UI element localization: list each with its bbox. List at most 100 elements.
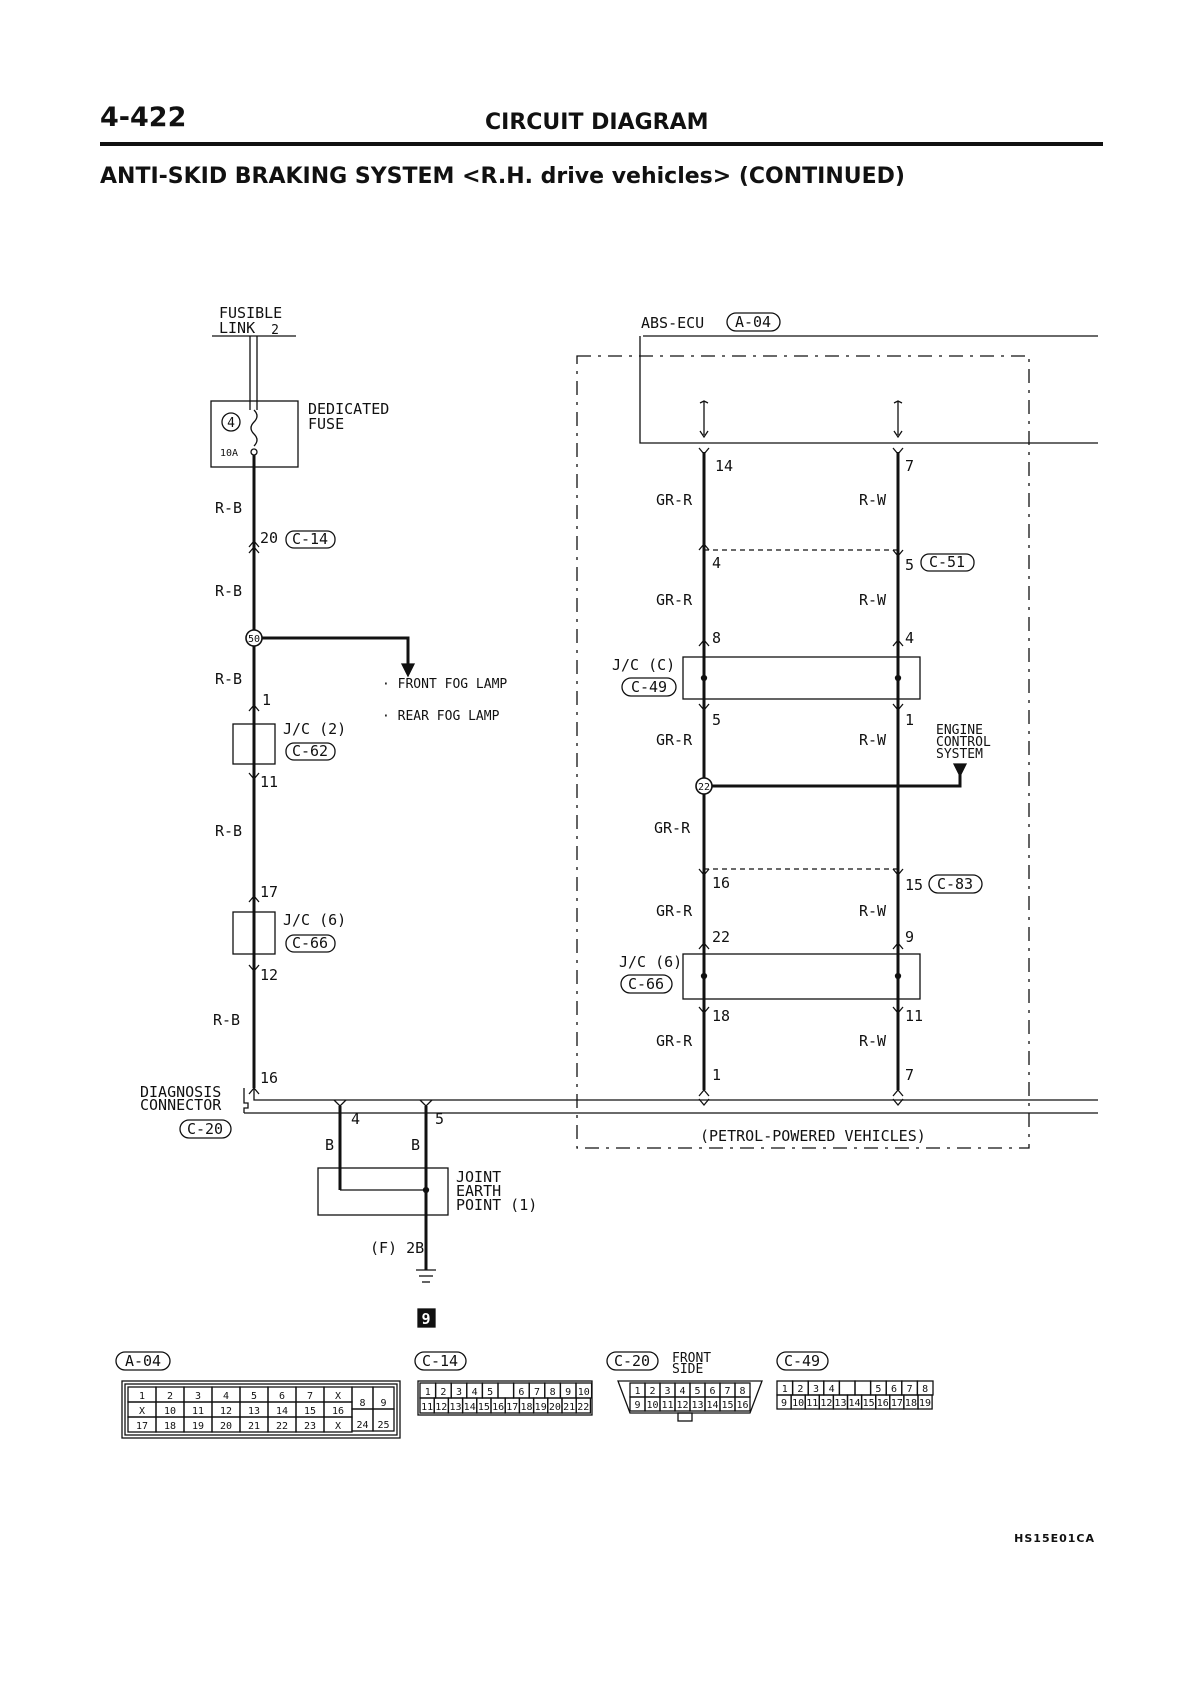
c14-connector-badge — [414, 1351, 467, 1371]
wire-label-r-w-1: R-W — [859, 491, 887, 509]
wire-label-r-w-3: R-W — [859, 731, 887, 749]
c14-pin: 6 — [518, 1387, 524, 1398]
diag-pin-1: 1 — [712, 1066, 721, 1084]
c14-ref-badge — [285, 530, 336, 549]
jc6-right-pin-11: 11 — [905, 1007, 923, 1025]
ecu-pin-7: 7 — [905, 457, 914, 475]
c14-pin: 20 — [549, 1402, 561, 1413]
a04-pin: 7 — [307, 1391, 313, 1402]
c49-pin: 12 — [820, 1398, 832, 1409]
c49-ref: C-49 — [631, 678, 667, 696]
branch-arrow — [400, 663, 416, 678]
c20-pin: 6 — [709, 1386, 715, 1397]
c14-pin: 21 — [563, 1402, 575, 1413]
c49-pin: 19 — [919, 1398, 931, 1409]
c83-ref: C-83 — [937, 875, 973, 893]
c14-pin: 12 — [435, 1402, 447, 1413]
c14-pin: 22 — [577, 1402, 589, 1413]
diag-bus-top — [253, 1088, 1098, 1101]
jcc-label: J/C (C) — [612, 656, 675, 674]
c66-right-ref-badge — [620, 974, 673, 994]
c49-ref-badge — [621, 677, 677, 697]
wire-label-r-b-3: R-B — [215, 670, 242, 688]
c14-pin: 19 — [535, 1402, 547, 1413]
c14-connector-label: C-14 — [422, 1352, 458, 1370]
wire-label-r-b-4: R-B — [215, 822, 242, 840]
diag-pin-16: 16 — [260, 1069, 278, 1087]
c14-ref: C-14 — [292, 530, 328, 548]
a04-ref-badge — [726, 312, 781, 332]
jcc-box — [682, 656, 921, 700]
c49-pin: 15 — [863, 1398, 875, 1409]
joint-earth-box — [317, 1167, 449, 1216]
c20-pin: 2 — [649, 1386, 655, 1397]
c62-ref: C-62 — [292, 742, 328, 760]
c51-ref-badge — [920, 553, 975, 572]
a04-pin: 19 — [192, 1421, 204, 1432]
jc2-pin-bottom: 11 — [260, 773, 278, 791]
earth-terminal-label: (F) 2B — [370, 1239, 424, 1257]
abs-ecu-label: ABS-ECU — [641, 314, 704, 332]
c49-pin: 14 — [849, 1398, 861, 1409]
ecu-pin-14: 14 — [715, 457, 733, 475]
c20-connector-label: C-20 — [614, 1352, 650, 1370]
a04-pin: 15 — [304, 1406, 316, 1417]
c20-pin: 10 — [646, 1400, 658, 1411]
jc6-right-pin-18: 18 — [712, 1007, 730, 1025]
jc6-right-box — [682, 953, 921, 1000]
c20-pin: 8 — [739, 1386, 745, 1397]
wire-label-r-b-2: R-B — [215, 582, 242, 600]
c14-pin: 11 — [421, 1402, 433, 1413]
a04-pin: 22 — [276, 1421, 288, 1432]
engine-control-wire — [712, 768, 962, 788]
a04-cell — [372, 1408, 395, 1432]
c49-pin: 6 — [891, 1384, 897, 1395]
c20-pin: 12 — [676, 1400, 688, 1411]
a04-pin: 23 — [304, 1421, 316, 1432]
a04-pin: 10 — [164, 1406, 176, 1417]
diagram-subtitle: ANTI-SKID BRAKING SYSTEM <R.H. drive veh… — [100, 164, 905, 189]
diag-pin-7: 7 — [905, 1066, 914, 1084]
c66-left-ref: C-66 — [292, 934, 328, 952]
c20-ref: C-20 — [187, 1120, 223, 1138]
fusible-link-number: 2 — [271, 323, 279, 338]
c14-pin: 13 — [449, 1402, 461, 1413]
a04-pin: 14 — [276, 1406, 288, 1417]
c20-pin: 14 — [706, 1400, 718, 1411]
a04-pin: X — [139, 1406, 145, 1417]
wire-label-r-w-6: R-W — [859, 1032, 887, 1050]
c49-connector-label: C-49 — [784, 1352, 820, 1370]
a04-pin: 12 — [220, 1406, 232, 1417]
a04-pin: 4 — [223, 1391, 229, 1402]
a04-pin: 3 — [195, 1391, 201, 1402]
c14-pin: 4 — [472, 1387, 478, 1398]
a04-pin: 25 — [377, 1420, 389, 1431]
a04-pin: 13 — [248, 1406, 260, 1417]
earth-pin-4: 4 — [351, 1110, 360, 1128]
c20-pin: 13 — [691, 1400, 703, 1411]
earth-wire-label-1: B — [325, 1136, 334, 1154]
a04-pin: 9 — [380, 1398, 386, 1409]
a04-pin: 16 — [332, 1406, 344, 1417]
c20-pin: 11 — [661, 1400, 673, 1411]
petrol-vehicles-note: (PETROL-POWERED VEHICLES) — [700, 1127, 926, 1145]
branch-front-fog: · FRONT FOG LAMP — [382, 677, 507, 692]
c49-pin: 8 — [922, 1384, 928, 1395]
c49-pin: 18 — [905, 1398, 917, 1409]
c20-pin: 9 — [634, 1400, 640, 1411]
a04-pin: 17 — [136, 1421, 148, 1432]
page-number: 4-422 — [100, 102, 187, 133]
a04-pin: 18 — [164, 1421, 176, 1432]
c14-pin: 18 — [520, 1402, 532, 1413]
connector-c14-mark — [248, 539, 260, 554]
a04-connector-body — [121, 1380, 401, 1439]
c14-pin: 2 — [440, 1387, 446, 1398]
jc2-label: J/C (2) — [283, 720, 346, 738]
jc2-pin-top: 1 — [262, 691, 271, 709]
a04-pin: 6 — [279, 1391, 285, 1402]
c49-pin: 10 — [792, 1398, 804, 1409]
c20-pin: 15 — [721, 1400, 733, 1411]
